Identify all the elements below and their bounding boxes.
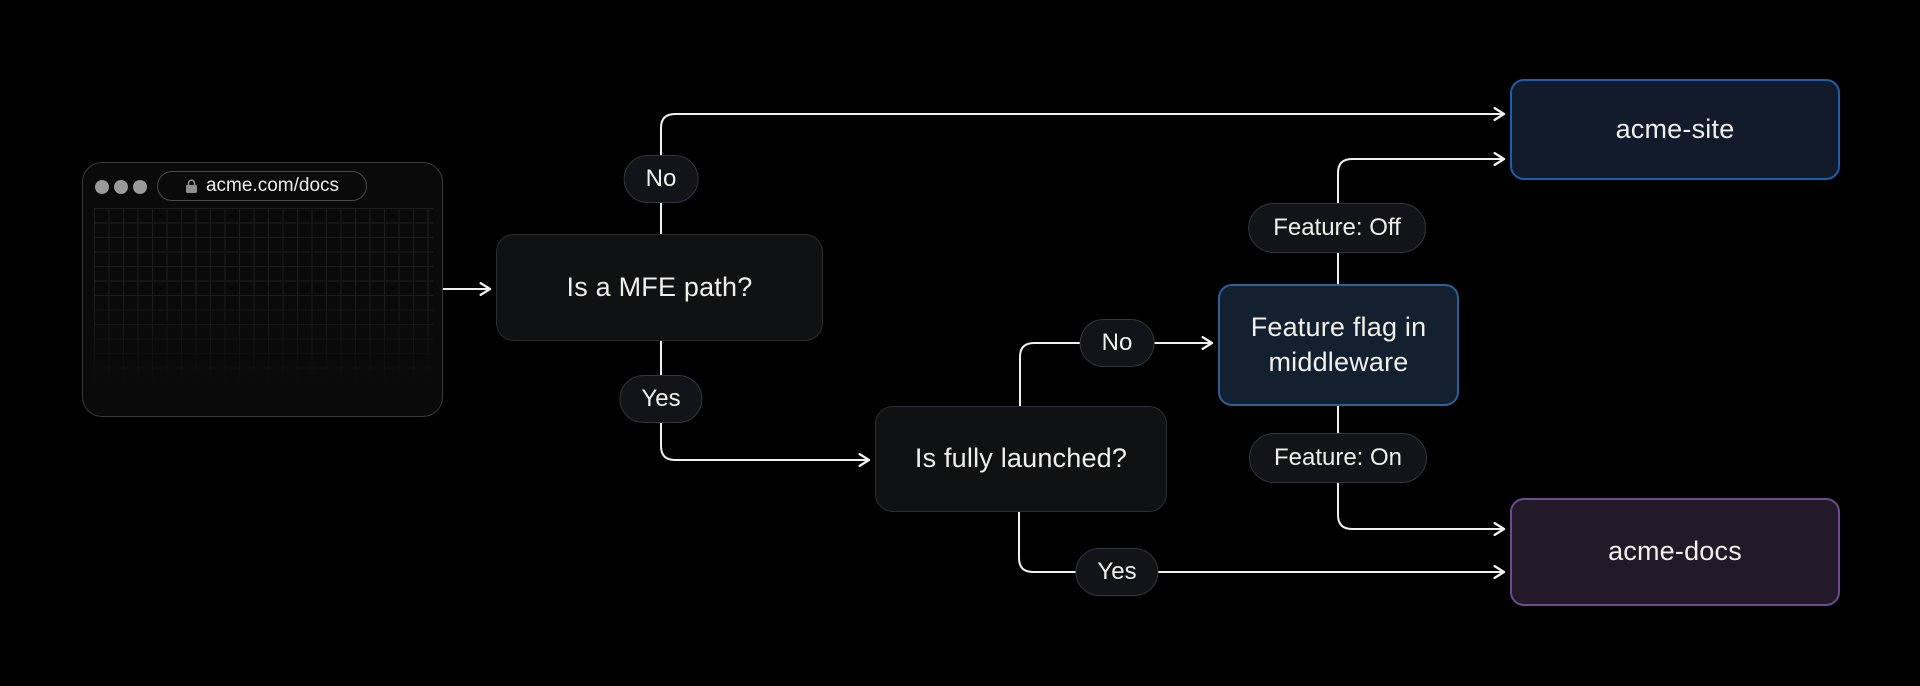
- node-acme-site: acme-site: [1510, 79, 1840, 180]
- edge-label-text: No: [1101, 329, 1133, 356]
- node-label: Feature flag in middleware: [1250, 311, 1427, 377]
- grid-pattern: [94, 208, 433, 394]
- edge-label-text: Yes: [641, 385, 681, 412]
- node-is-mfe-path: Is a MFE path?: [496, 234, 823, 341]
- node-is-fully-launched: Is fully launched?: [875, 406, 1167, 512]
- window-controls: [95, 180, 147, 194]
- edge-launched-yes-to-docs: [1018, 511, 1506, 579]
- edge-label-yes: Yes: [1075, 548, 1159, 596]
- url-bar: acme.com/docs: [157, 171, 367, 201]
- node-label: acme-site: [1615, 113, 1735, 144]
- edge-label-text: Yes: [1097, 558, 1137, 585]
- edge-launched-no-to-flag: [1019, 336, 1214, 407]
- edge-label-feature-on: Feature: On: [1248, 433, 1428, 483]
- window-control-dot: [95, 180, 109, 194]
- url-text: acme.com/docs: [205, 175, 340, 196]
- node-label: acme-docs: [1608, 536, 1742, 567]
- node-label: Is a MFE path?: [566, 271, 753, 302]
- window-control-dot: [133, 180, 147, 194]
- node-acme-docs: acme-docs: [1510, 498, 1840, 606]
- node-label: Is fully launched?: [914, 443, 1128, 474]
- window-control-dot: [114, 180, 128, 194]
- node-feature-flag-middleware: Feature flag in middleware: [1218, 284, 1459, 406]
- browser-window: acme.com/docs: [82, 162, 443, 417]
- edge-label-text: Feature: Off: [1273, 214, 1401, 241]
- edge-label-feature-off: Feature: Off: [1248, 203, 1426, 253]
- edge-label-text: Feature: On: [1273, 444, 1403, 471]
- lock-icon: [185, 178, 197, 193]
- edge-flag-on-to-docs: [1337, 405, 1506, 536]
- edge-flag-off-to-site: [1337, 152, 1506, 285]
- edge-label-no: No: [623, 155, 699, 203]
- edge-mfe-yes-to-launched: [660, 340, 871, 467]
- edge-label-yes: Yes: [619, 375, 703, 423]
- edge-mfe-no-to-site: [660, 107, 1506, 235]
- edge-label-no: No: [1079, 319, 1155, 367]
- edge-label-text: No: [645, 165, 677, 192]
